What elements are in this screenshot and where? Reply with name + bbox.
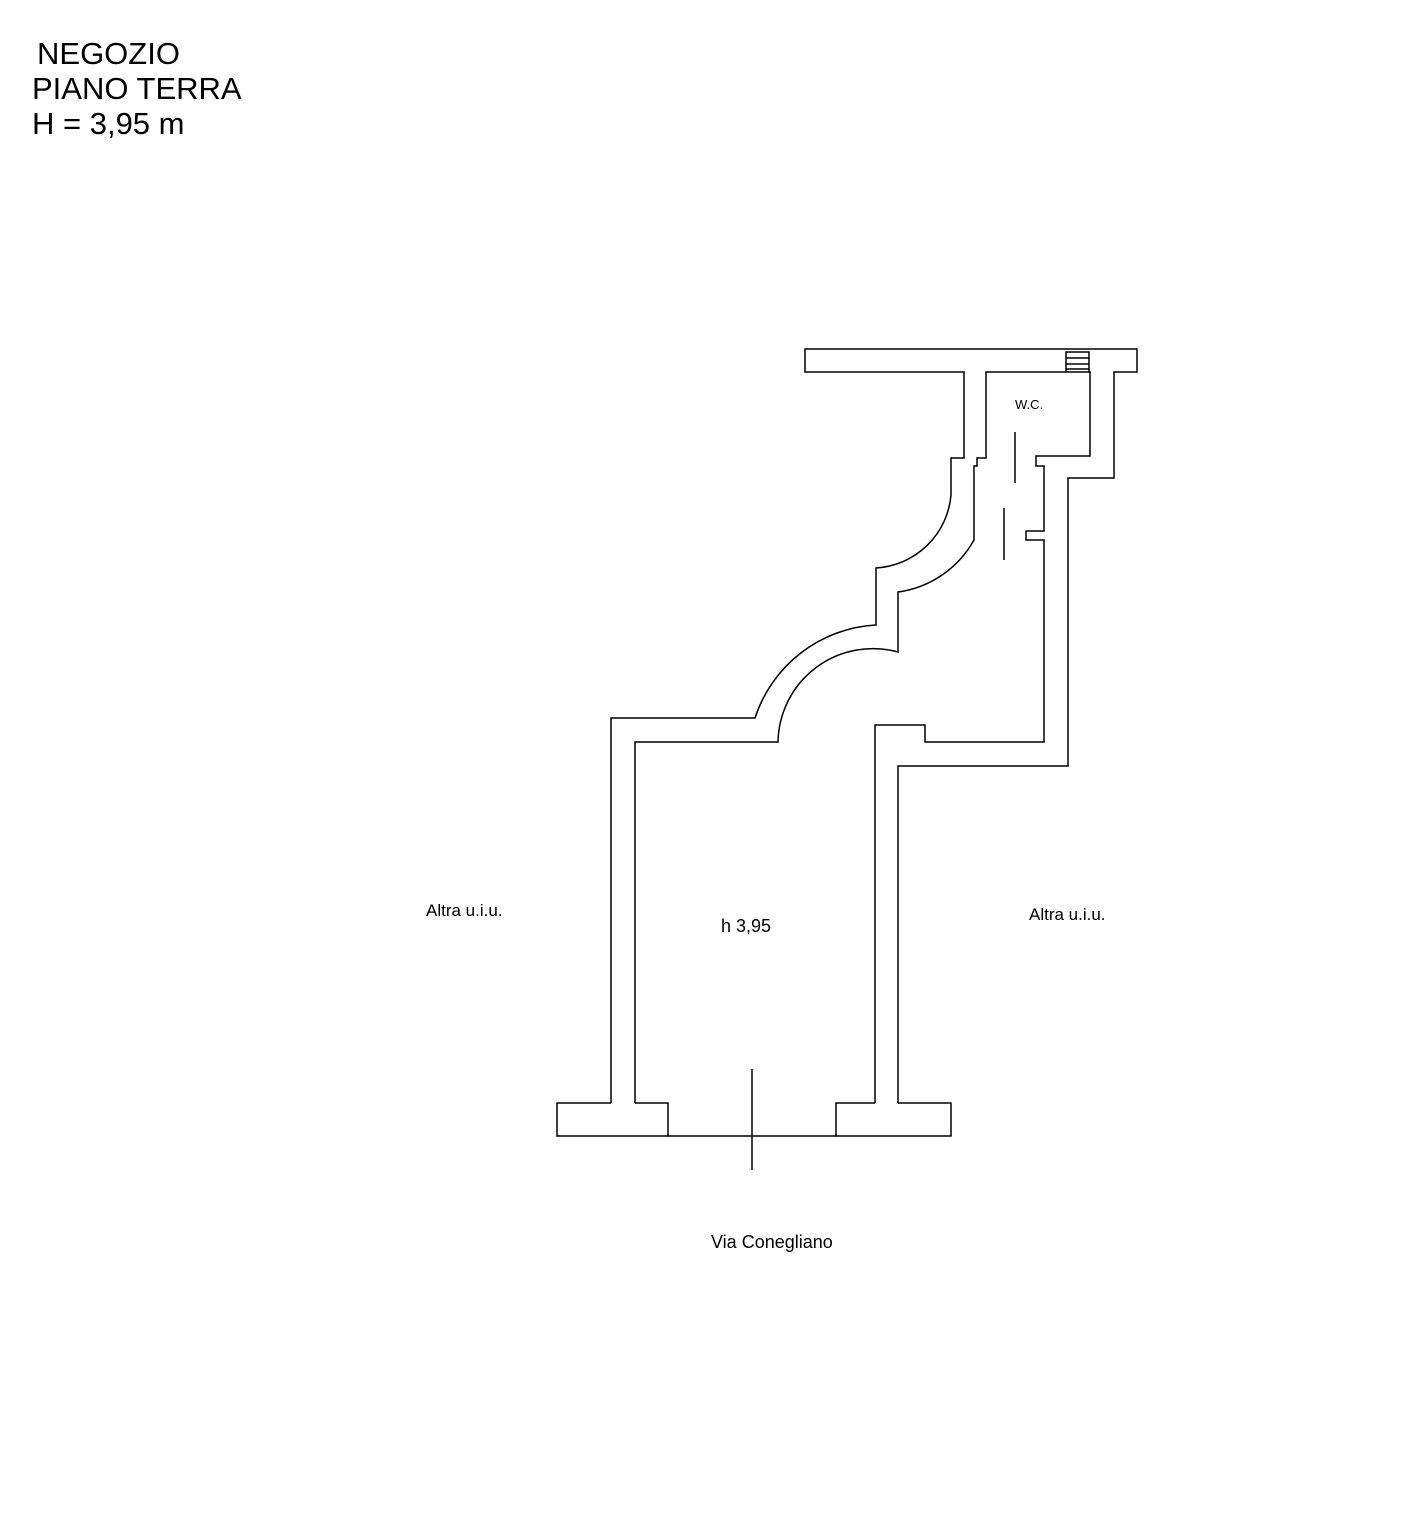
label-other-unit-right: Altra u.i.u. <box>1029 905 1106 924</box>
label-wc: W.C. <box>1015 397 1043 412</box>
vent-box <box>1065 351 1090 373</box>
label-height: h 3,95 <box>721 916 771 936</box>
title-line-3: H = 3,95 m <box>32 106 185 141</box>
title-line-1: NEGOZIO <box>37 36 180 71</box>
outer-wall-left <box>610 348 1138 1103</box>
inner-wall-right <box>874 371 1091 1103</box>
front-wall-left <box>556 1102 669 1137</box>
front-wall-right <box>835 1102 952 1137</box>
inner-wall-left <box>634 371 1066 1103</box>
label-street: Via Conegliano <box>711 1232 833 1252</box>
title-block: NEGOZIO PIANO TERRA H = 3,95 m <box>32 36 242 141</box>
title-line-2: PIANO TERRA <box>32 71 242 106</box>
label-other-unit-left: Altra u.i.u. <box>426 901 503 920</box>
